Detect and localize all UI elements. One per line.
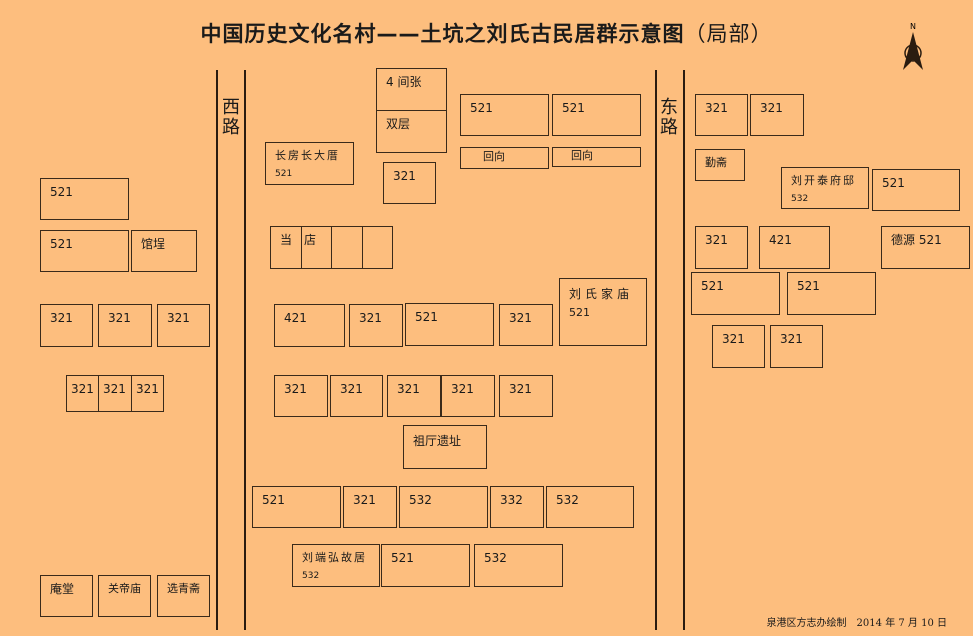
house-box: 532 <box>546 486 634 528</box>
house-box: 332 <box>490 486 544 528</box>
house-box: 321 <box>387 375 441 417</box>
map-title: 中国历史文化名村——土坑之刘氏古民居群示意图（局部） <box>0 18 973 48</box>
house-box: 521 <box>40 178 129 220</box>
house-box <box>362 226 393 269</box>
divider <box>301 226 302 269</box>
house-box: 521 <box>460 94 549 136</box>
west-road-label: 西路 <box>222 97 240 138</box>
house-box: 321 <box>499 375 553 417</box>
west-road-line-left <box>216 70 218 630</box>
ancestral-hall-site-box: 祖厅遗址 <box>403 425 487 469</box>
house-box: 4 间张 <box>376 68 447 111</box>
house-box: 421 <box>274 304 345 347</box>
house-box: 521 <box>405 303 494 346</box>
house-box: 德源 521 <box>881 226 970 269</box>
house-box: 321 <box>40 304 93 347</box>
house-box: 321 <box>712 325 765 368</box>
house-box: 321 <box>274 375 328 417</box>
map-title-main: 中国历史文化名村——土坑之刘氏古民居群示意图 <box>200 22 685 46</box>
north-arrow-icon: N <box>903 22 923 70</box>
passage-box: 回向 <box>552 147 641 167</box>
house-box: 321 <box>131 375 164 412</box>
house-box: 321 <box>66 375 99 412</box>
east-road-line-right <box>683 70 685 630</box>
temple-box: 关帝庙 <box>98 575 151 617</box>
house-box: 521 <box>252 486 341 528</box>
house-box: 321 <box>750 94 804 136</box>
house-box: 馆埕 <box>131 230 197 272</box>
house-box: 421 <box>759 226 830 269</box>
house-box: 321 <box>157 304 210 347</box>
house-box: 532 <box>474 544 563 587</box>
temple-box: 选青斋 <box>157 575 210 617</box>
house-box: 321 <box>98 375 132 412</box>
compass-label: N <box>910 22 916 31</box>
house-box <box>331 226 363 269</box>
house-box: 521 <box>381 544 470 587</box>
house-box: 321 <box>98 304 152 347</box>
east-road-line-left <box>655 70 657 630</box>
west-road-line-right <box>244 70 246 630</box>
house-box: 521 <box>40 230 129 272</box>
house-box: 521 <box>787 272 876 315</box>
house-box: 321 <box>441 375 495 417</box>
map-footer-credit: 泉港区方志办绘制 2014 年 7 月 10 日 <box>766 618 947 629</box>
house-box: 321 <box>343 486 397 528</box>
house-box: 321 <box>349 304 403 347</box>
house-box: 321 <box>499 304 553 346</box>
temple-box: 庵堂 <box>40 575 93 617</box>
house-box: 321 <box>695 94 748 136</box>
house-box: 521 <box>691 272 780 315</box>
house-box: 521 <box>872 169 960 211</box>
house-box: 321 <box>383 162 436 204</box>
house-box: 321 <box>770 325 823 368</box>
passage-box: 回向 <box>460 147 549 169</box>
house-box: 321 <box>330 375 383 417</box>
house-box: 双层 <box>376 110 447 153</box>
house-box: 勤斋 <box>695 149 745 181</box>
house-box: 521 <box>552 94 641 136</box>
east-road-label: 东路 <box>660 97 678 138</box>
house-box: 532 <box>399 486 488 528</box>
house-box: 321 <box>695 226 748 269</box>
map-title-sub: （局部） <box>684 22 773 46</box>
